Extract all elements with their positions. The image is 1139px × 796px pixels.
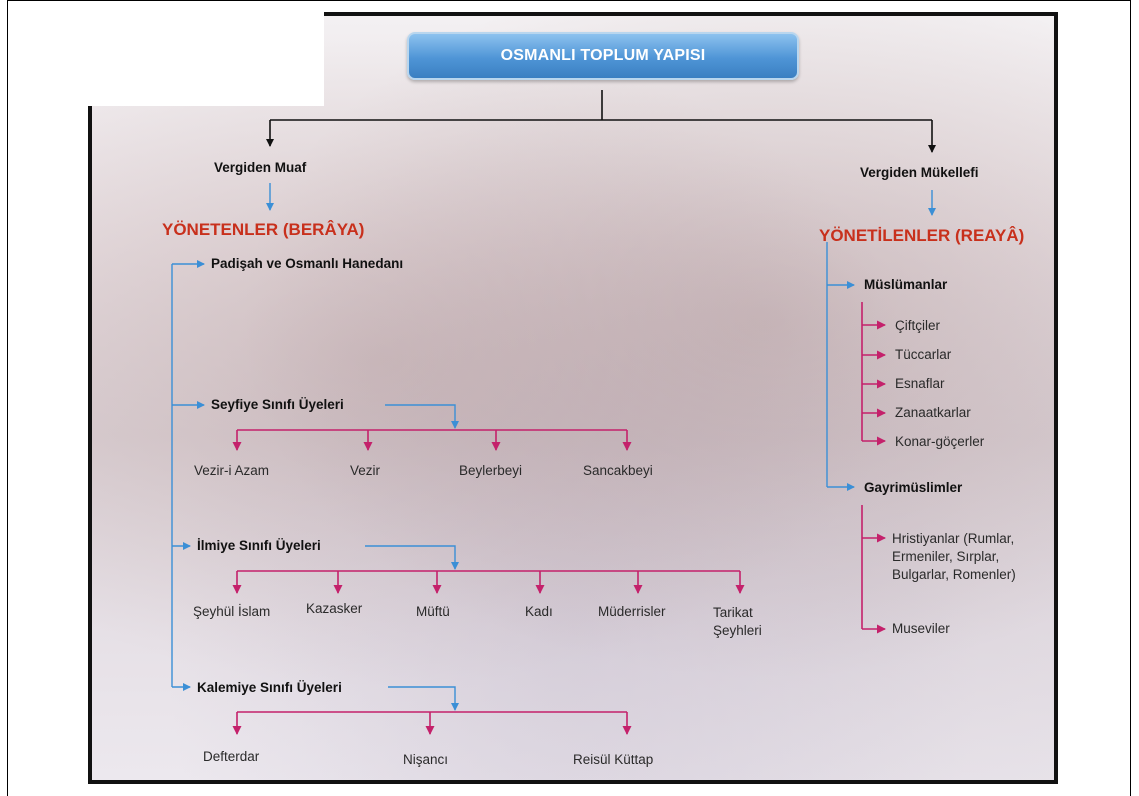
muslims-item-tuccarlar: Tüccarlar — [895, 347, 952, 362]
muslims-item-ciftciler: Çiftçiler — [895, 318, 941, 333]
nonmuslims-item-christians: Hristiyanlar (Rumlar, Ermeniler, Sırplar… — [892, 531, 1016, 582]
muslims-label: Müslümanlar — [864, 277, 948, 292]
taxable-label: Vergiden Mükellefi — [860, 165, 979, 180]
diagram-panel — [88, 12, 1058, 784]
blank-corner — [88, 12, 324, 106]
ilmiye-item-kadi: Kadı — [525, 604, 553, 619]
kalemiye-item-reisul-kuttap: Reisül Küttap — [573, 752, 654, 767]
ilmiye-item-kazasker: Kazasker — [306, 601, 363, 616]
seyfiye-item-beylerbeyi: Beylerbeyi — [459, 463, 523, 478]
kalemiye-item-nisanci: Nişancı — [403, 752, 449, 767]
ilmiye-item-muderrisler: Müderrisler — [598, 604, 666, 619]
seyfiye-item-vezir-i-azam: Vezir-i Azam — [194, 463, 270, 478]
ilmiye-item-muftu: Müftü — [416, 604, 450, 619]
seyfiye-item-vezir: Vezir — [350, 463, 381, 478]
rulers-header: YÖNETENLER (BERÂYA) — [162, 220, 365, 239]
ilmiye-item-tarikat-seyhleri: Tarikat Şeyhleri — [713, 605, 762, 638]
seyfiye-label: Seyfiye Sınıfı Üyeleri — [211, 397, 344, 412]
nonmuslims-item-jews: Museviler — [892, 621, 950, 636]
outer-frame — [7, 0, 1131, 796]
kalemiye-label: Kalemiye Sınıfı Üyeleri — [197, 680, 342, 695]
diagram-title: OSMANLI TOPLUM YAPISI — [407, 32, 799, 80]
muslims-item-konar-gocerler: Konar-göçerler — [895, 434, 985, 449]
ilmiye-item-seyhul-islam: Şeyhül İslam — [193, 604, 271, 619]
ilmiye-label: İlmiye Sınıfı Üyeleri — [197, 538, 321, 553]
seyfiye-item-sancakbeyi: Sancakbeyi — [583, 463, 653, 478]
tax-exempt-label: Vergiden Muaf — [214, 160, 307, 175]
nonmuslims-label: Gayrimüslimler — [864, 480, 963, 495]
muslims-item-zanaatkarlar: Zanaatkarlar — [895, 405, 971, 420]
dynasty-label: Padişah ve Osmanlı Hanedanı — [211, 256, 404, 271]
muslims-item-esnaflar: Esnaflar — [895, 376, 945, 391]
kalemiye-item-defterdar: Defterdar — [203, 749, 260, 764]
ruled-header: YÖNETİLENLER (REAYÂ) — [819, 226, 1025, 245]
